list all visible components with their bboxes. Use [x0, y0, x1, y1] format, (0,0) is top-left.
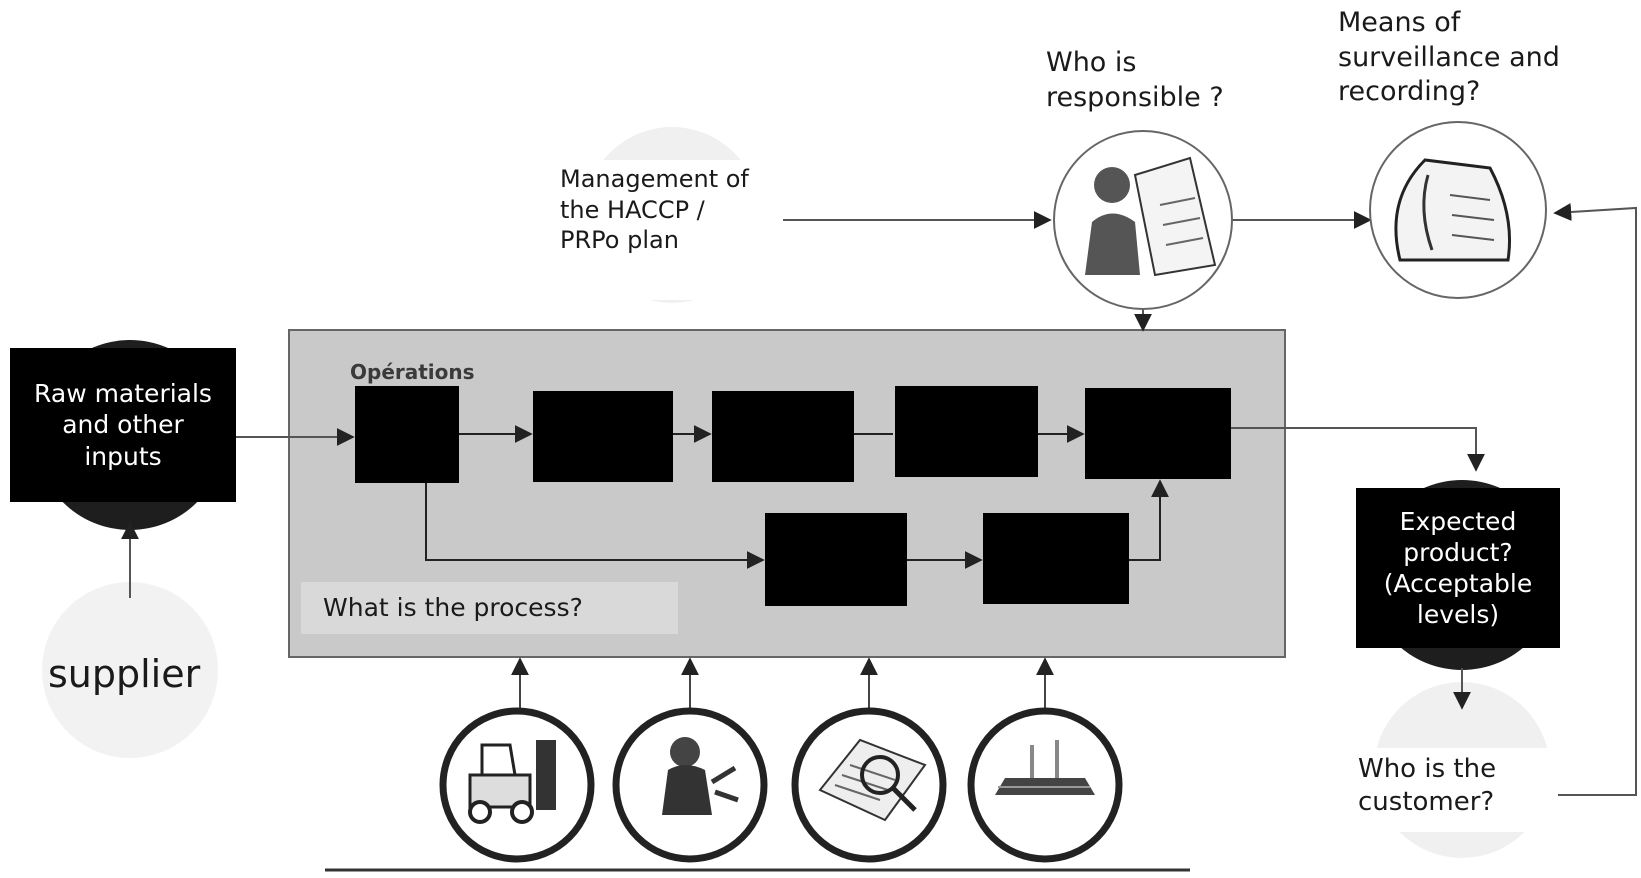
feedback-arrow: [1553, 203, 1637, 796]
output-arrow: [1231, 427, 1485, 472]
supplier-bg-circle: [42, 582, 218, 758]
operations-label: Opérations: [350, 360, 475, 384]
factory-icon: [967, 707, 1123, 863]
responsible-label: Who is responsible ?: [1046, 47, 1224, 113]
customer-label-plate: [1350, 748, 1558, 832]
document-icon: [1369, 121, 1547, 299]
supplier-label: supplier: [48, 652, 201, 696]
operation-step: [895, 386, 1038, 477]
customer-label: Who is the customer?: [1358, 754, 1497, 818]
management-label-plate: [552, 160, 762, 300]
operation-step: [983, 513, 1129, 604]
inspector-icon: [1053, 130, 1233, 310]
operation-step: [355, 386, 459, 483]
worker-icon: [612, 707, 768, 863]
flow-arrow: [425, 483, 765, 569]
operation-step: [533, 391, 673, 482]
management-label: Management of the HACCP / PRPo plan: [560, 165, 749, 255]
operation-step: [712, 391, 854, 482]
surveillance-label: Means of surveillance and recording?: [1338, 7, 1560, 108]
magnifier-document-icon: [791, 707, 947, 863]
forklift-icon: [439, 707, 595, 863]
operation-step: [765, 513, 907, 606]
process-label: What is the process?: [301, 582, 678, 634]
operation-step: [1085, 388, 1231, 479]
expected-product-label: Expected product? (Acceptable levels): [1356, 488, 1560, 648]
raw-materials-label: Raw materials and other inputs: [10, 348, 236, 502]
flow-arrow: [1129, 479, 1169, 561]
